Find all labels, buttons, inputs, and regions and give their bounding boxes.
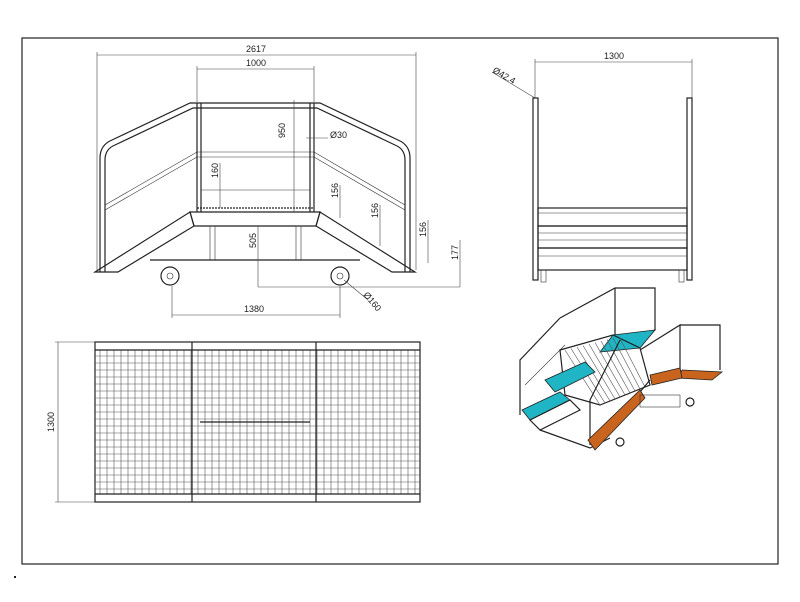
dim-side-width: 1300 — [604, 51, 624, 61]
dim-step-rise-3: 156 — [418, 222, 428, 237]
grid-line — [582, 345, 616, 400]
dim-wheel-diameter: Ø160 — [361, 290, 383, 313]
dim-platform-width: 1000 — [246, 58, 266, 68]
dim-step-rise-2: 156 — [370, 203, 380, 218]
grid-line — [618, 336, 646, 388]
isometric-view — [519, 287, 724, 451]
dim-post-diameter: Ø42.4 — [491, 65, 517, 86]
drawing-border — [21, 37, 779, 565]
dim-platform-height: 505 — [248, 233, 258, 248]
dim-toe-board: 160 — [210, 163, 220, 178]
dim-rail-diameter: Ø30 — [330, 130, 347, 140]
grid-line — [606, 339, 636, 392]
dim-first-step: 177 — [450, 245, 460, 260]
dim-rail-height: 950 — [277, 123, 287, 138]
grid-line — [600, 340, 631, 394]
side-view: 1300 Ø42.4 — [491, 51, 693, 283]
dim-step-rise-1: 156 — [330, 183, 340, 198]
wheel-icon — [330, 266, 350, 286]
wheel-icon — [685, 397, 695, 407]
wheel-icon — [615, 437, 625, 447]
wheel-icon — [160, 266, 180, 286]
grid-line — [594, 342, 626, 396]
dim-overall-width: 2617 — [246, 44, 266, 54]
grid-line — [612, 337, 641, 390]
front-view: 2617 1000 950 Ø30 160 156 — [92, 44, 461, 318]
dim-top-depth: 1300 — [46, 412, 56, 432]
top-view: 1300 — [46, 341, 421, 503]
dim-wheel-base: 1380 — [244, 304, 264, 314]
grid-line — [576, 346, 611, 402]
corner-dot — [14, 576, 16, 578]
